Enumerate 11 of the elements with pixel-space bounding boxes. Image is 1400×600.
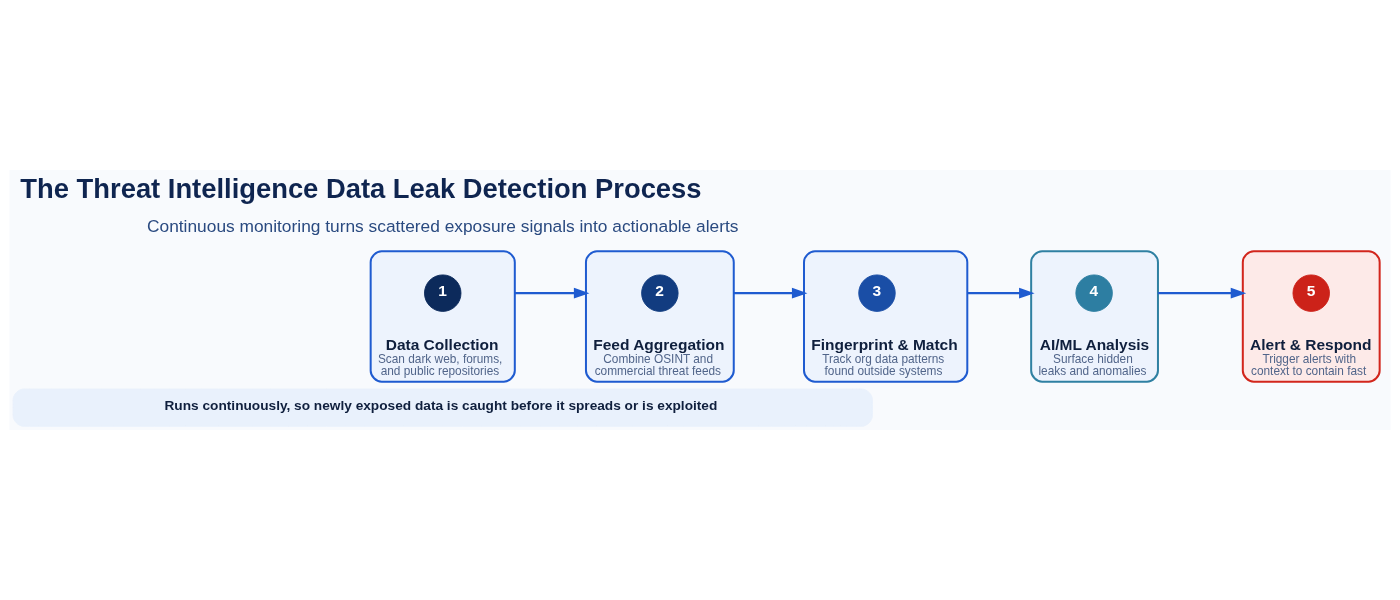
arrow — [967, 287, 1035, 299]
node-circle: 5 — [1292, 274, 1330, 312]
node-circle: 2 — [641, 274, 679, 312]
arrow — [514, 287, 590, 299]
diagram-title: The Threat Intelligence Data Leak Detection Process — [20, 173, 702, 205]
node-circle: 1 — [424, 274, 462, 312]
arrow — [1157, 287, 1247, 299]
label: Continuous monitoring turns scattered exposure signals into actionable alerts — [147, 215, 739, 236]
arrow — [733, 287, 808, 299]
node-circle: 3 — [858, 274, 896, 312]
node-circle: 4 — [1075, 274, 1113, 312]
